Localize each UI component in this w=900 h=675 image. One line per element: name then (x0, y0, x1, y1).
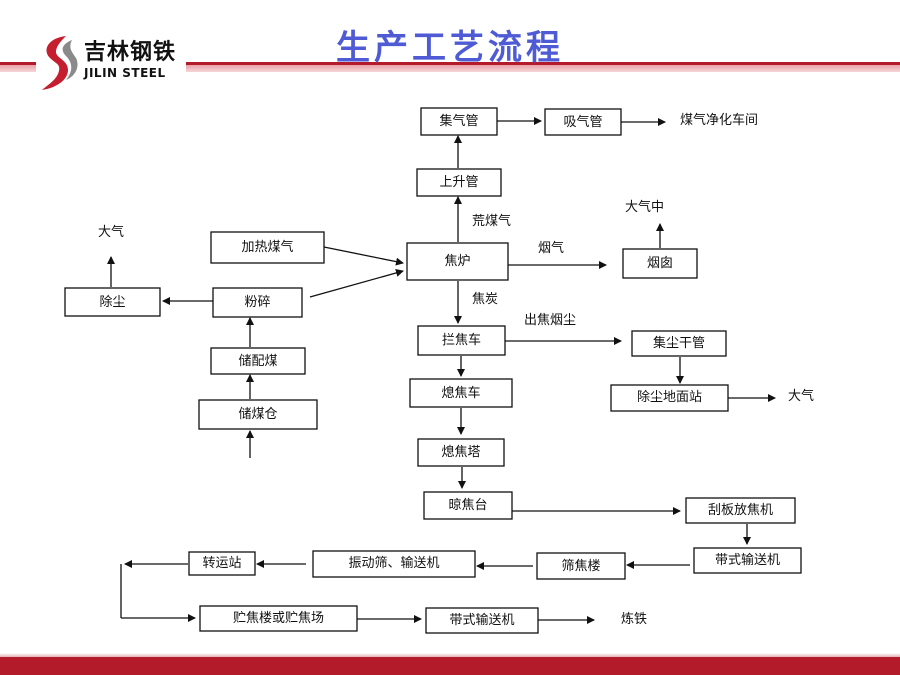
box-daishi2 (425, 607, 539, 634)
box-xijiaota (417, 438, 505, 467)
label-daishi1: 带式输送机 (714, 553, 780, 568)
label-fensui: 粉碎 (244, 295, 271, 310)
box-jiaremeiqi (210, 231, 325, 264)
box-xijiaoche (409, 378, 513, 408)
label-jialu: 焦炉 (444, 254, 471, 269)
box-zhuanyunzhan (188, 551, 256, 576)
header-band (0, 62, 900, 72)
label-guaban: 刮板放焦机 (707, 503, 773, 518)
box-fensui (212, 287, 303, 318)
box-liangjiaotai (423, 491, 513, 520)
box-xiqiguan (544, 108, 622, 136)
box-jichenganguan (631, 330, 727, 357)
logo-english-name: JILIN STEEL (84, 66, 166, 80)
label-xijiaoche: 熄焦车 (441, 386, 481, 401)
label-xiqiguan: 吸气管 (563, 115, 603, 130)
label-liantie: 炼铁 (621, 612, 648, 627)
label-shaijiaolou: 筛焦楼 (561, 559, 601, 574)
logo-chinese-name: 吉林钢铁 (84, 40, 177, 65)
label-jichenganguan: 集尘干管 (652, 336, 705, 351)
label-chumeicang: 储煤仓 (238, 407, 278, 422)
label-daqi-left: 大气 (98, 225, 125, 240)
label-yancong: 烟囱 (646, 256, 673, 271)
box-jialu (406, 242, 509, 281)
label-zhujiao: 贮焦楼或贮焦场 (232, 611, 324, 626)
label-peimei: 储配煤 (238, 354, 278, 369)
label-jiqiguan: 集气管 (439, 114, 479, 129)
box-guaban (685, 497, 796, 524)
label-meiqi-jinghua: 煤气净化车间 (680, 113, 759, 128)
label-zhuanyunzhan: 转运站 (202, 556, 242, 571)
box-zhendongshai (312, 550, 476, 578)
label-zhendongshai: 振动筛、输送机 (348, 556, 440, 571)
label-shangshengguan: 上升管 (439, 175, 479, 190)
label-jiaremeiqi: 加热煤气 (241, 240, 294, 255)
footer-band (0, 653, 900, 675)
company-logo: 吉林钢铁 JILIN STEEL (36, 30, 186, 94)
label-liangjiaotai: 晾焦台 (448, 498, 488, 513)
label-daishi2: 带式输送机 (449, 613, 515, 628)
label-huangmeiqi: 荒煤气 (472, 214, 512, 229)
box-yancong (622, 248, 698, 279)
arrow-fensui-to-jialu (309, 269, 404, 298)
label-chuchen-left: 除尘 (99, 295, 126, 310)
label-chujiaoyanchen: 出焦烟尘 (524, 313, 577, 328)
box-shangshengguan (416, 168, 502, 197)
box-shaijiaolou (536, 552, 626, 580)
label-chuchen-station: 除尘地面站 (636, 390, 702, 405)
page-title: 生产工艺流程 (336, 28, 564, 68)
label-daqi-right: 大气 (788, 389, 815, 404)
box-peimei (210, 347, 306, 375)
box-zhujiao (199, 605, 358, 632)
box-chuchen-left (64, 287, 161, 317)
box-lanjiaoche (417, 325, 506, 356)
process-boxes (64, 107, 802, 634)
label-yanqi: 烟气 (538, 241, 565, 256)
arrow-jiare-to-jialu (323, 246, 404, 266)
box-jiqiguan (420, 107, 498, 136)
box-daishi1 (693, 547, 802, 574)
label-xijiaota: 熄焦塔 (441, 445, 481, 460)
jilin-steel-logo-icon (42, 36, 78, 90)
box-chuchen-station (610, 384, 729, 412)
arrows (107, 117, 776, 624)
box-chumeicang (198, 399, 318, 430)
label-lanjiaoche: 拦焦车 (441, 333, 481, 348)
label-jiaotan: 焦炭 (472, 292, 499, 307)
label-daqi-top-right: 大气中 (625, 200, 665, 215)
